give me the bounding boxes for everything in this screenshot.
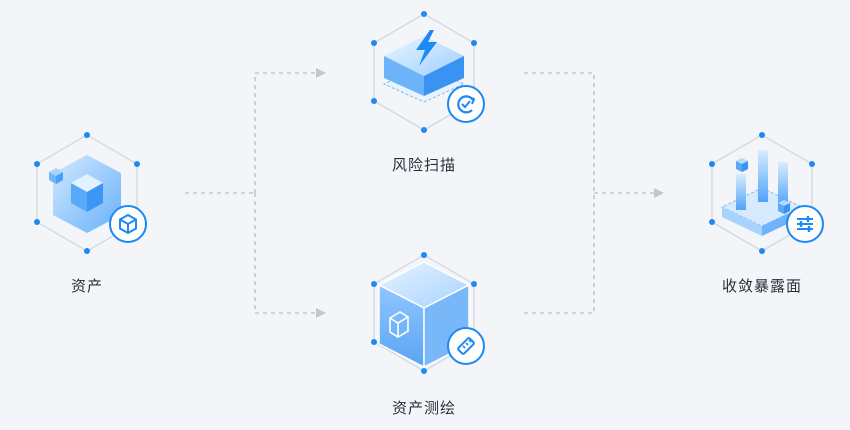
asset-box-icon xyxy=(49,155,121,233)
node-asset-mapping[interactable] xyxy=(371,252,485,374)
connector-from-risk-scan xyxy=(524,72,595,193)
connector-to-risk-scan xyxy=(254,72,316,193)
label-asset: 资产 xyxy=(70,277,103,295)
lightning-platform-icon xyxy=(382,30,466,103)
node-risk-scan[interactable] xyxy=(371,11,485,133)
connector-arrows xyxy=(316,68,664,318)
connector-from-asset-mapping xyxy=(524,193,595,314)
sliders-icon xyxy=(786,205,824,243)
arrow-to-exposure xyxy=(654,188,664,198)
ruler-icon xyxy=(447,327,485,365)
hexagon-frame xyxy=(371,252,477,374)
label-exposure: 收敛暴露面 xyxy=(721,277,802,295)
arrow-to-risk-scan xyxy=(316,68,326,78)
label-asset-mapping: 资产测绘 xyxy=(391,399,456,417)
node-asset[interactable] xyxy=(34,132,147,254)
connector-to-asset-mapping xyxy=(254,193,316,314)
refresh-check-icon xyxy=(447,85,485,123)
label-risk-scan: 风险扫描 xyxy=(391,156,456,174)
asset-badge-icon xyxy=(109,205,147,243)
connector-lines xyxy=(185,72,654,314)
node-exposure[interactable] xyxy=(709,132,824,254)
arrow-to-asset-mapping xyxy=(316,308,326,318)
transparent-cube-icon xyxy=(377,261,471,369)
hexagon-frame xyxy=(709,132,815,254)
